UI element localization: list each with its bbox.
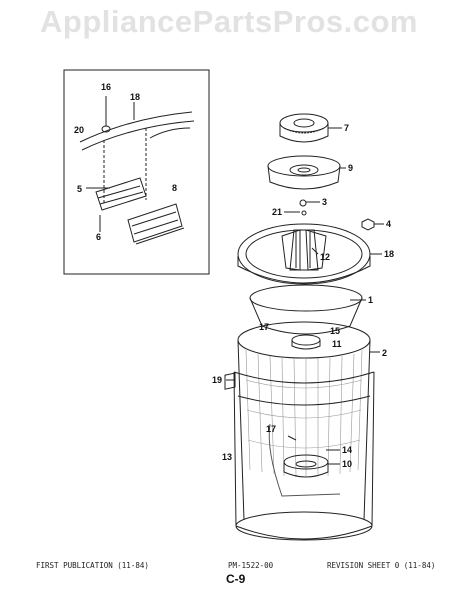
callout-8: 8 [172,183,177,193]
page-number: C-9 [226,572,246,586]
part-basket-hub [291,334,321,350]
part-screw [299,199,307,207]
footer-publication: FIRST PUBLICATION (11-84) [36,561,149,570]
callout-20: 20 [74,125,84,135]
callout-10: 10 [342,459,352,469]
inset-ring-part [79,111,195,151]
callout-18-inset: 18 [130,92,140,102]
callout-1: 1 [368,295,373,305]
callout-15: 15 [330,326,340,336]
callout-9: 9 [348,163,353,173]
callout-6: 6 [96,232,101,242]
callout-17-bottom: 17 [266,424,276,434]
footer-doc-number: PM-1522-00 [228,561,274,570]
inset-clip-5 [95,177,147,211]
callout-13: 13 [222,452,232,462]
inset-frame [63,69,210,275]
callout-2: 2 [382,348,387,358]
callout-16: 16 [101,82,111,92]
inset-clip-8 [127,203,185,245]
part-basket-cone [249,284,363,335]
callout-7: 7 [344,123,349,133]
watermark-text: AppliancePartsPros.com [40,4,418,39]
callout-11: 11 [332,339,342,349]
part-nut [361,218,375,231]
callout-17-top: 17 [259,322,269,332]
part-spin-basket [237,321,371,521]
callout-14: 14 [342,445,352,455]
callout-3: 3 [322,197,327,207]
part-outer-tub [233,371,375,541]
part-cap [279,113,329,143]
callout-19: 19 [212,375,222,385]
part-bushing [267,155,341,190]
part-agitator [281,229,327,271]
callout-21: 21 [272,207,282,217]
part-small-plate [224,372,236,390]
callout-5: 5 [77,184,82,194]
part-tub-ring [237,223,371,285]
callout-18: 18 [384,249,394,259]
part-drive-hub [283,454,329,478]
footer-revision: REVISION SHEET 0 (11-84) [327,561,436,570]
callout-12: 12 [320,252,330,262]
callout-4: 4 [386,219,391,229]
